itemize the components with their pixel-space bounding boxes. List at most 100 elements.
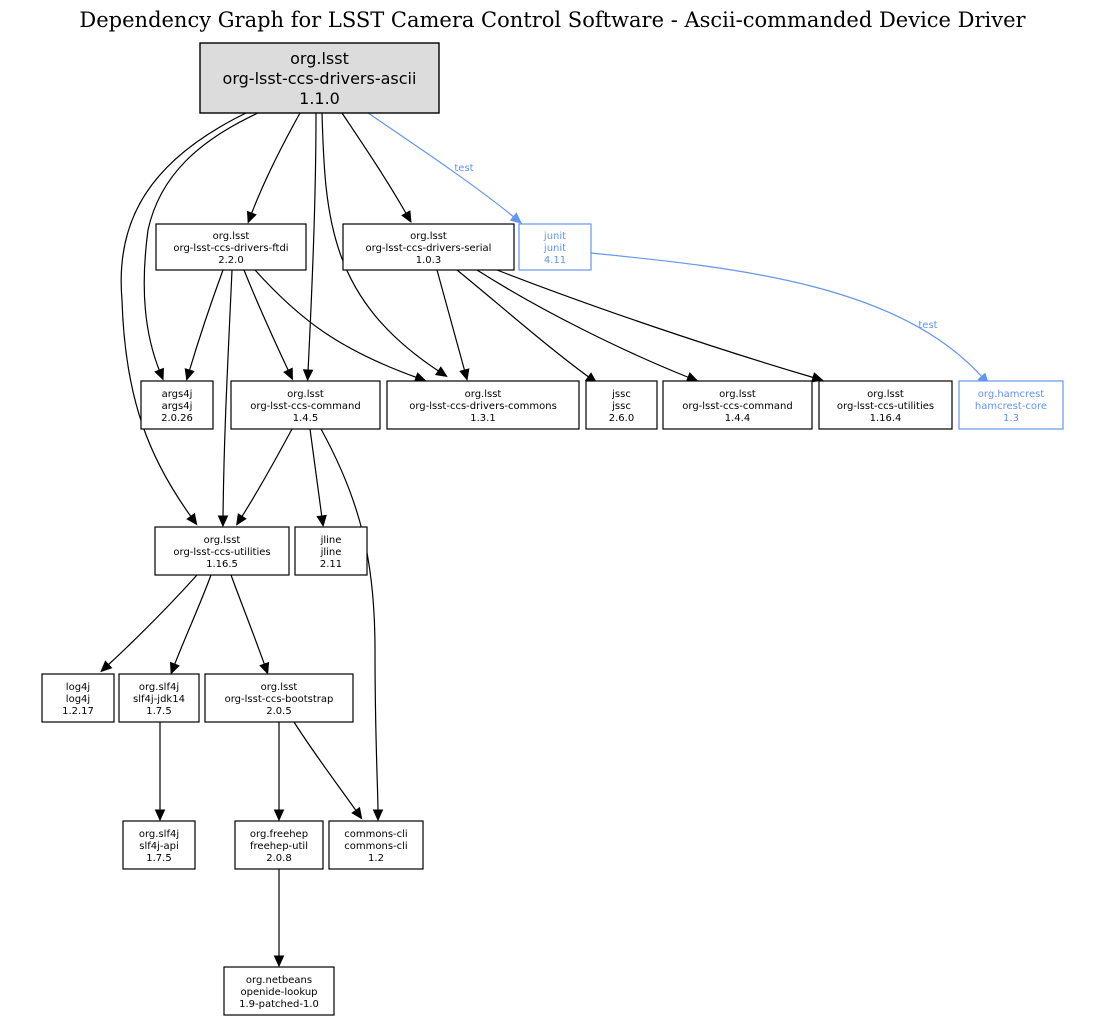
node-version: 1.1.0 — [299, 89, 340, 108]
arrowhead-icon — [811, 372, 824, 383]
edge-root-to-command145 — [302, 112, 317, 382]
arrowhead-icon — [509, 212, 523, 224]
node-box[interactable] — [518, 223, 592, 271]
node-box[interactable] — [199, 42, 440, 114]
edge-line — [254, 269, 419, 379]
node-box[interactable] — [118, 673, 200, 723]
node-version: 1.4.4 — [725, 413, 750, 424]
node-box[interactable] — [234, 820, 324, 870]
edge-utilities1165-to-bootstrap — [230, 574, 270, 675]
arrowhead-icon — [154, 809, 166, 822]
node-box[interactable] — [204, 673, 354, 723]
node-group: commons-cli — [344, 829, 407, 840]
edge-line — [222, 269, 233, 519]
node-artifact: org-lsst-ccs-drivers-commons — [409, 401, 557, 412]
arrowhead-icon — [246, 210, 257, 224]
node-commons131[interactable]: org.lsstorg-lsst-ccs-drivers-commons1.3.… — [386, 380, 580, 430]
node-box[interactable] — [154, 526, 290, 576]
edge-root-to-serial — [341, 112, 412, 224]
node-box[interactable] — [230, 380, 381, 430]
edge-line — [230, 574, 266, 667]
edge-bootstrap-to-commonscli — [293, 721, 363, 820]
node-group: org.freehep — [250, 829, 308, 840]
edge-command145-to-commonscli — [320, 428, 384, 822]
arrowhead-icon — [302, 369, 314, 382]
node-box[interactable] — [41, 673, 115, 723]
node-openide[interactable]: org.netbeansopenide-lookup1.9-patched-1.… — [223, 966, 335, 1016]
edge-root-to-commons131 — [321, 112, 448, 378]
arrowhead-icon — [316, 514, 327, 528]
edge-bootstrap-to-freehep — [273, 722, 285, 822]
node-group: junit — [543, 231, 566, 242]
node-box[interactable] — [818, 380, 953, 430]
node-group: log4j — [66, 682, 90, 693]
edge-command145-to-utilities1165 — [236, 428, 293, 526]
edge-line — [188, 269, 224, 373]
node-version: 1.16.5 — [206, 559, 238, 570]
arrowhead-icon — [184, 368, 195, 381]
node-artifact: org-lsst-ccs-command — [682, 401, 792, 412]
node-artifact: slf4j-jdk14 — [133, 694, 185, 705]
node-box[interactable] — [585, 380, 658, 430]
arrowhead-icon — [685, 372, 699, 382]
edge-utilities1165-to-slf4jjdk14 — [169, 574, 212, 675]
edge-line — [309, 428, 323, 519]
node-version: 2.0.26 — [161, 413, 193, 424]
edge-line — [243, 269, 290, 373]
node-version: 1.3 — [1003, 413, 1019, 424]
node-box[interactable] — [294, 526, 368, 576]
node-box[interactable] — [958, 380, 1064, 430]
node-box[interactable] — [140, 380, 214, 430]
node-version: 1.7.5 — [146, 706, 171, 717]
edge-line — [173, 574, 212, 667]
edge-line — [590, 252, 984, 379]
edge-label: test — [454, 163, 473, 174]
node-version: 1.2 — [368, 853, 384, 864]
node-box[interactable] — [223, 966, 335, 1016]
node-box[interactable] — [155, 223, 307, 271]
node-version: 2.0.5 — [266, 706, 291, 717]
edge-root-to-ftdi — [246, 112, 301, 224]
node-artifact: org-lsst-ccs-command — [250, 401, 360, 412]
node-group: org.lsst — [465, 389, 502, 400]
node-group: args4j — [162, 389, 193, 400]
node-box[interactable] — [386, 380, 580, 430]
node-artifact: org-lsst-ccs-drivers-ftdi — [173, 243, 288, 254]
node-box[interactable] — [342, 223, 515, 271]
arrowhead-icon — [169, 661, 180, 675]
edge-junit-to-hamcrest: test — [590, 252, 990, 385]
node-version: 1.9-patched-1.0 — [239, 999, 319, 1010]
edge-slf4jjdk14-to-slf4japi — [154, 721, 166, 822]
node-artifact: slf4j-api — [139, 841, 179, 852]
edge-ftdi-to-utilities1165 — [217, 269, 233, 528]
node-version: 1.7.5 — [146, 853, 171, 864]
node-box[interactable] — [328, 820, 424, 870]
node-version: 1.16.4 — [870, 413, 902, 424]
node-group: org.slf4j — [139, 682, 179, 693]
node-artifact: commons-cli — [344, 841, 407, 852]
edge-line — [143, 112, 259, 373]
node-box[interactable] — [122, 820, 196, 870]
edge-line — [250, 112, 301, 216]
node-group: org.lsst — [410, 231, 447, 242]
node-box[interactable] — [662, 380, 813, 430]
